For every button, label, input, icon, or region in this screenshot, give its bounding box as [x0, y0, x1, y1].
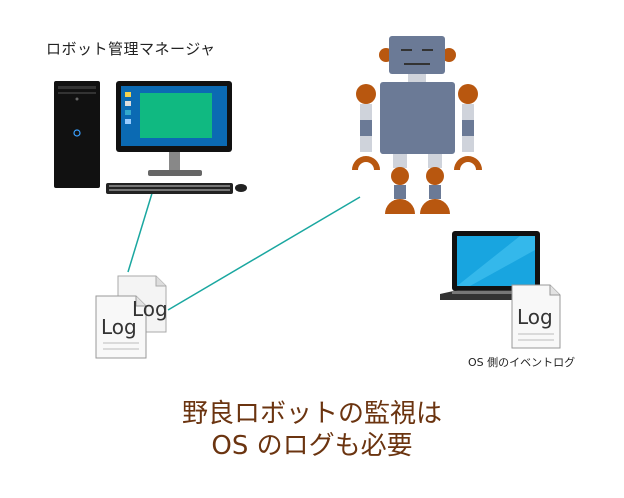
log-front-label: Log — [101, 315, 137, 339]
connector-manager-log — [127, 189, 154, 273]
os-event-log-caption: OS 側のイベントログ — [468, 356, 576, 369]
caption-line-2: OS のログも必要 — [211, 431, 413, 461]
connector-robot-log — [167, 196, 361, 311]
caption-line-1: 野良ロボットの監視は — [181, 399, 442, 429]
os-log-label: Log — [517, 305, 553, 329]
log-document-front-icon — [95, 295, 147, 359]
laptop-icon — [440, 231, 552, 300]
monitor-icon — [116, 81, 232, 176]
os-log-document-icon — [511, 284, 561, 349]
log-back-label: Log — [132, 297, 168, 321]
desktop-tower-icon — [54, 81, 100, 188]
robot-manager-label: ロボット管理マネージャ — [46, 40, 216, 58]
robot-icon — [352, 36, 482, 214]
keyboard-icon — [106, 183, 247, 194]
